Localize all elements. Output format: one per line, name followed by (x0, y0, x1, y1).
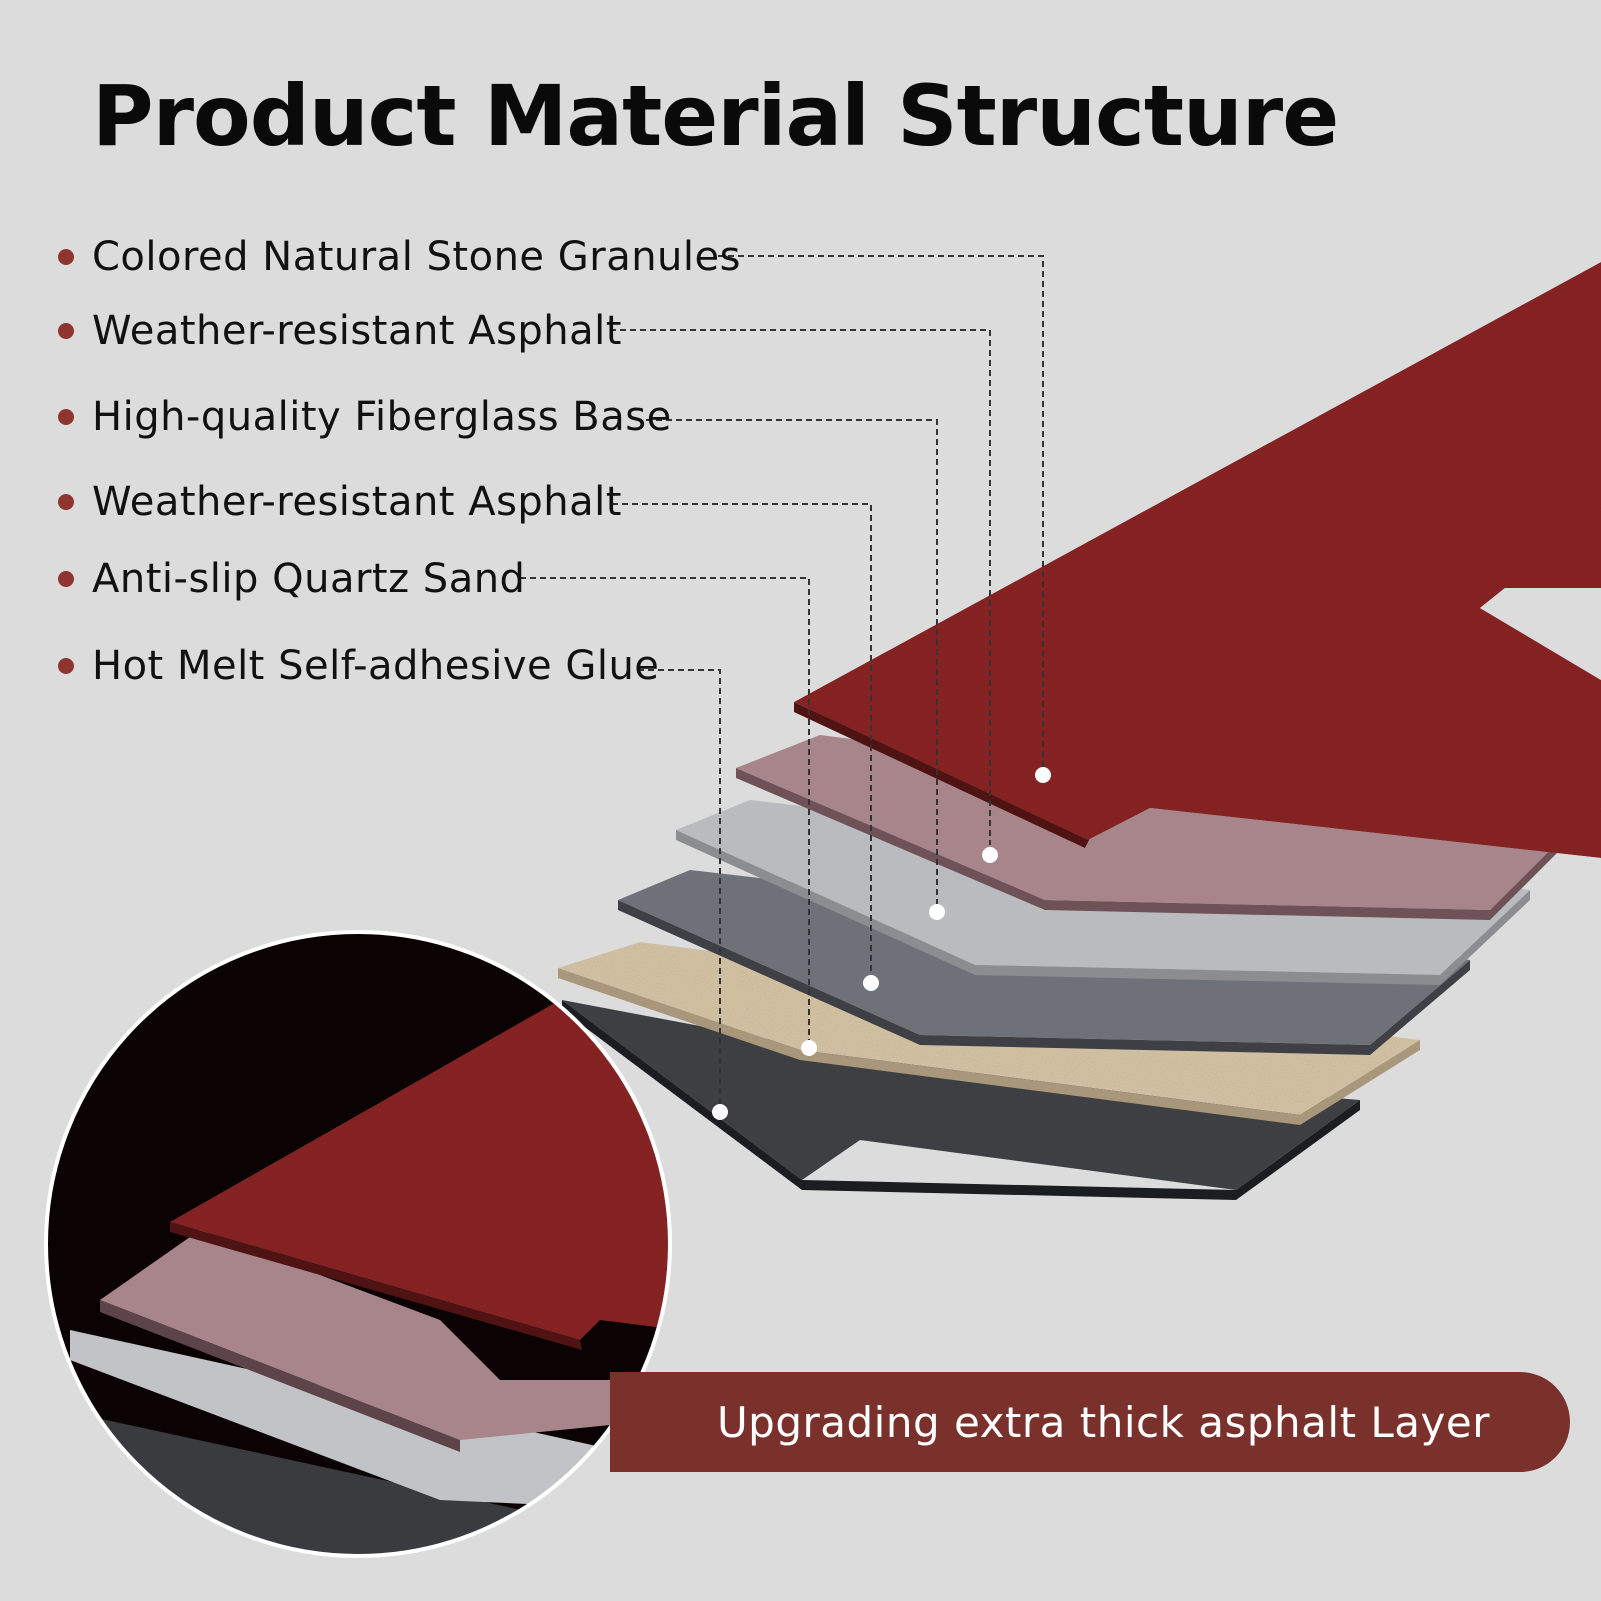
page-title: Product Material Structure (92, 67, 1339, 165)
leader-line-2 (610, 329, 991, 845)
bullet-icon (58, 249, 74, 265)
leader-dot-4 (863, 975, 879, 991)
bullet-icon (58, 571, 74, 587)
leader-line-3 (646, 419, 938, 915)
bullet-icon (58, 658, 74, 674)
layer-label-text: High-quality Fiberglass Base (92, 394, 672, 440)
leader-dots (712, 767, 1051, 1120)
leader-dot-1 (1035, 767, 1051, 783)
layer-label-6: Hot Melt Self-adhesive Glue (58, 641, 659, 691)
leader-dot-6 (712, 1104, 728, 1120)
bullet-icon (58, 409, 74, 425)
layer-label-3: High-quality Fiberglass Base (58, 392, 672, 442)
layer-label-5: Anti-slip Quartz Sand (58, 554, 525, 604)
bullet-icon (58, 323, 74, 339)
leader-line-5 (520, 577, 810, 1047)
leader-dot-5 (801, 1040, 817, 1056)
layer-label-1: Colored Natural Stone Granules (58, 232, 741, 282)
leader-line-6 (638, 669, 721, 1110)
layer-label-text: Weather-resistant Asphalt (92, 479, 622, 525)
layer-label-2: Weather-resistant Asphalt (58, 306, 622, 356)
banner-text: Upgrading extra thick asphalt Layer (716, 1397, 1490, 1447)
layer-label-4: Weather-resistant Asphalt (58, 477, 622, 527)
leader-dot-3 (929, 904, 945, 920)
layer-label-text: Hot Melt Self-adhesive Glue (92, 643, 660, 689)
leader-dot-2 (982, 847, 998, 863)
feature-banner: Upgrading extra thick asphalt Layer (610, 1372, 1570, 1472)
bullet-icon (58, 494, 74, 510)
leader-line-1 (718, 255, 1044, 770)
layer-hot-melt-glue (562, 1000, 1360, 1200)
zoom-inset-border (44, 930, 672, 1558)
layer-label-text: Weather-resistant Asphalt (92, 308, 622, 354)
leader-lines (520, 255, 1044, 1110)
layer-label-text: Colored Natural Stone Granules (92, 234, 741, 280)
layer-stone-granules (794, 262, 1601, 858)
layer-label-text: Anti-slip Quartz Sand (92, 556, 526, 602)
